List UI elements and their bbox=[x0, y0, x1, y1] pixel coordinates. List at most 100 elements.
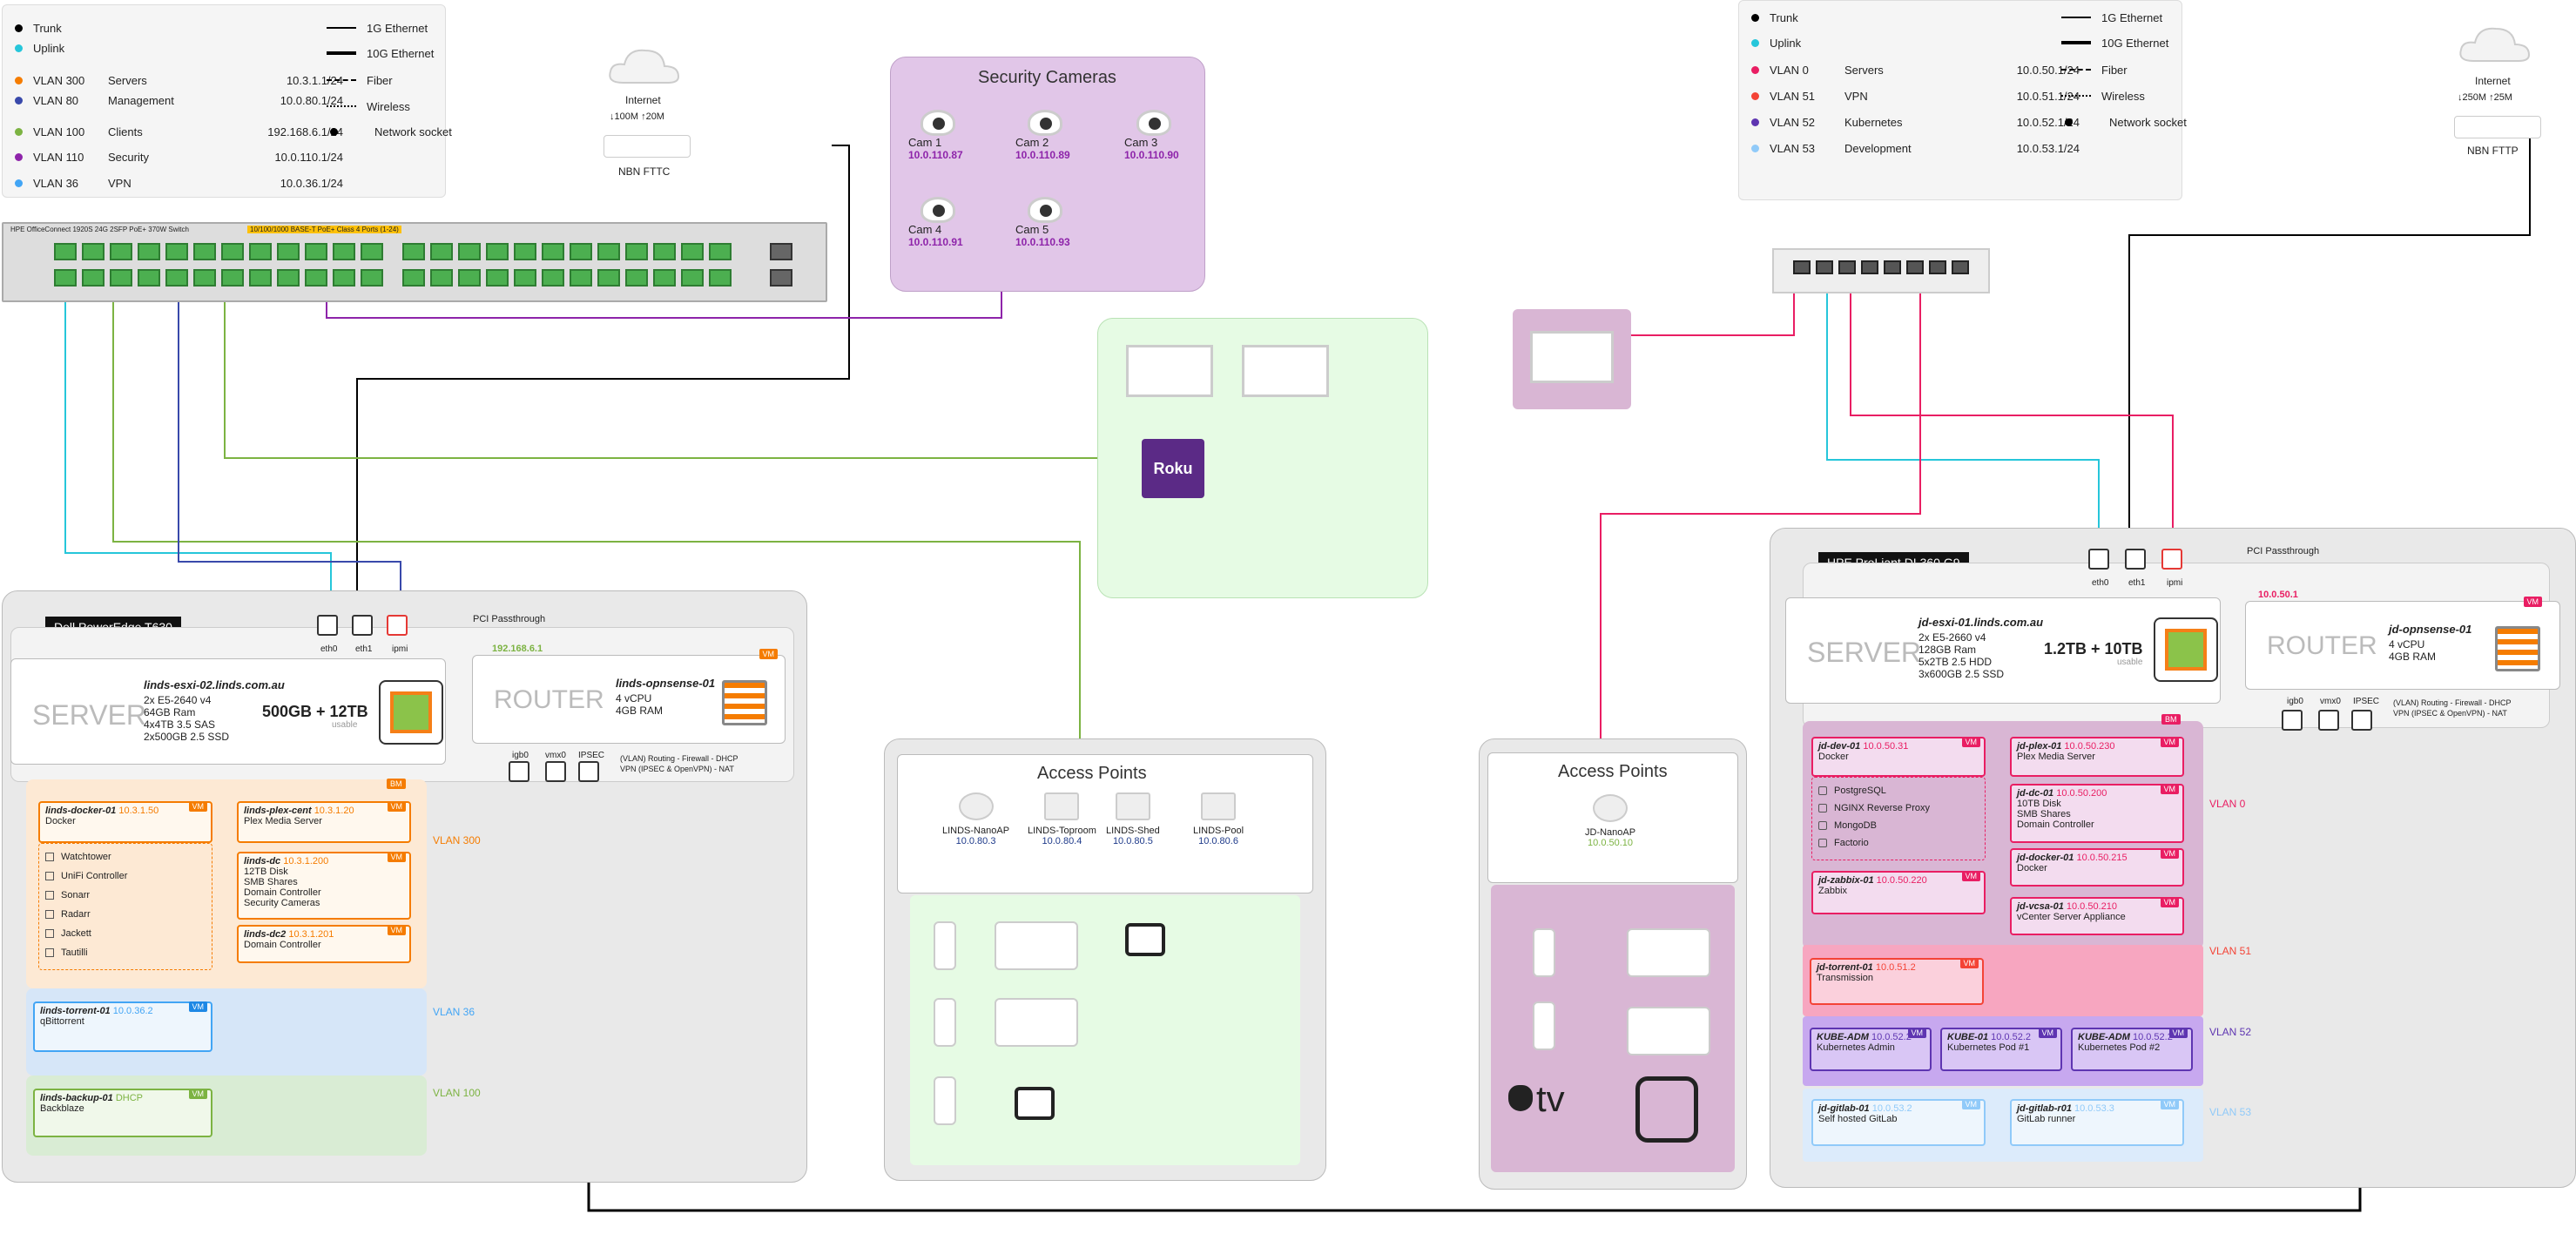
switch-port[interactable] bbox=[193, 243, 216, 260]
nic-eth1-icon[interactable] bbox=[352, 615, 373, 636]
switch-port[interactable] bbox=[193, 269, 216, 287]
switch-port[interactable] bbox=[542, 269, 564, 287]
nbn-modem-left[interactable] bbox=[604, 135, 691, 158]
switch-port[interactable] bbox=[361, 269, 383, 287]
switch-port[interactable] bbox=[361, 243, 383, 260]
switch-port[interactable] bbox=[514, 269, 536, 287]
switch-port[interactable] bbox=[430, 243, 453, 260]
access-point-item[interactable]: JD-NanoAP 10.0.50.10 bbox=[1585, 794, 1635, 848]
switch-port[interactable] bbox=[681, 243, 704, 260]
switch-port[interactable] bbox=[110, 269, 132, 287]
switch-port[interactable] bbox=[333, 243, 355, 260]
unifi-switch[interactable] bbox=[1772, 248, 1990, 293]
router-nic-ipsec-icon[interactable] bbox=[2351, 710, 2372, 731]
router-nic-igb0-icon[interactable] bbox=[509, 761, 529, 782]
router-nic-igb0-icon[interactable] bbox=[2282, 710, 2303, 731]
switch-port[interactable] bbox=[570, 243, 592, 260]
switch-port[interactable] bbox=[514, 243, 536, 260]
nic-ipmi-icon[interactable] bbox=[2161, 549, 2182, 570]
switch-sfp-port[interactable] bbox=[770, 243, 792, 260]
switch-port[interactable] bbox=[458, 269, 481, 287]
roku-tile[interactable]: Roku bbox=[1142, 439, 1204, 498]
switch-port[interactable] bbox=[709, 243, 732, 260]
router-nic-vmx0-icon[interactable] bbox=[545, 761, 566, 782]
left-router-card[interactable]: 192.168.6.1 ROUTER linds-opnsense-01 4 v… bbox=[472, 644, 786, 744]
switch-port[interactable] bbox=[486, 269, 509, 287]
switch-port[interactable] bbox=[221, 243, 244, 260]
switch-port[interactable] bbox=[653, 269, 676, 287]
switch-port[interactable] bbox=[402, 243, 425, 260]
switch-port[interactable] bbox=[681, 269, 704, 287]
switch-port[interactable] bbox=[138, 243, 160, 260]
switch-port[interactable] bbox=[570, 269, 592, 287]
switch-port[interactable] bbox=[54, 243, 77, 260]
switch-port[interactable] bbox=[402, 269, 425, 287]
switch-port[interactable] bbox=[625, 243, 648, 260]
switch-port[interactable] bbox=[597, 269, 620, 287]
switch-port[interactable] bbox=[82, 269, 105, 287]
switch-port[interactable] bbox=[249, 243, 272, 260]
switch-port[interactable] bbox=[1838, 260, 1856, 274]
right-server-card[interactable]: SERVER jd-esxi-01.linds.com.au 2x E5-266… bbox=[1785, 597, 2221, 704]
switch-port[interactable] bbox=[458, 243, 481, 260]
nic-ipmi-icon[interactable] bbox=[387, 615, 408, 636]
switch-port[interactable] bbox=[277, 269, 300, 287]
nic-eth0-icon[interactable] bbox=[317, 615, 338, 636]
switch-port[interactable] bbox=[333, 269, 355, 287]
switch-port[interactable] bbox=[277, 243, 300, 260]
switch-port[interactable] bbox=[249, 269, 272, 287]
switch-port[interactable] bbox=[1884, 260, 1901, 274]
switch-port[interactable] bbox=[165, 269, 188, 287]
switch-port[interactable] bbox=[597, 243, 620, 260]
switch-port[interactable] bbox=[709, 269, 732, 287]
switch-port[interactable] bbox=[486, 243, 509, 260]
router-nic-ipsec-icon[interactable] bbox=[578, 761, 599, 782]
switch-port[interactable] bbox=[1793, 260, 1811, 274]
nic-eth1-icon[interactable] bbox=[2125, 549, 2146, 570]
nic-eth0-icon[interactable] bbox=[2088, 549, 2109, 570]
switch-port[interactable] bbox=[221, 269, 244, 287]
switch-port[interactable] bbox=[1861, 260, 1878, 274]
left-server-card[interactable]: SERVER linds-esxi-02.linds.com.au 2x E5-… bbox=[10, 658, 446, 765]
switch-port[interactable] bbox=[542, 243, 564, 260]
switch-port[interactable] bbox=[82, 243, 105, 260]
switch-sfp-port[interactable] bbox=[770, 269, 792, 287]
switch-port[interactable] bbox=[165, 243, 188, 260]
switch-port[interactable] bbox=[138, 269, 160, 287]
switch-port[interactable] bbox=[625, 269, 648, 287]
switch-port[interactable] bbox=[1952, 260, 1969, 274]
switch-port[interactable] bbox=[1906, 260, 1924, 274]
router-nic-vmx0-icon[interactable] bbox=[2318, 710, 2339, 731]
nbn-modem-right[interactable] bbox=[2454, 116, 2541, 138]
switch-port[interactable] bbox=[430, 269, 453, 287]
right-router-card[interactable]: 10.0.50.1 ROUTER jd-opnsense-01 4 vCPU 4… bbox=[2245, 590, 2560, 690]
switch-port[interactable] bbox=[653, 243, 676, 260]
switch-port[interactable] bbox=[305, 243, 327, 260]
switch-port[interactable] bbox=[305, 269, 327, 287]
switch-port[interactable] bbox=[1929, 260, 1946, 274]
